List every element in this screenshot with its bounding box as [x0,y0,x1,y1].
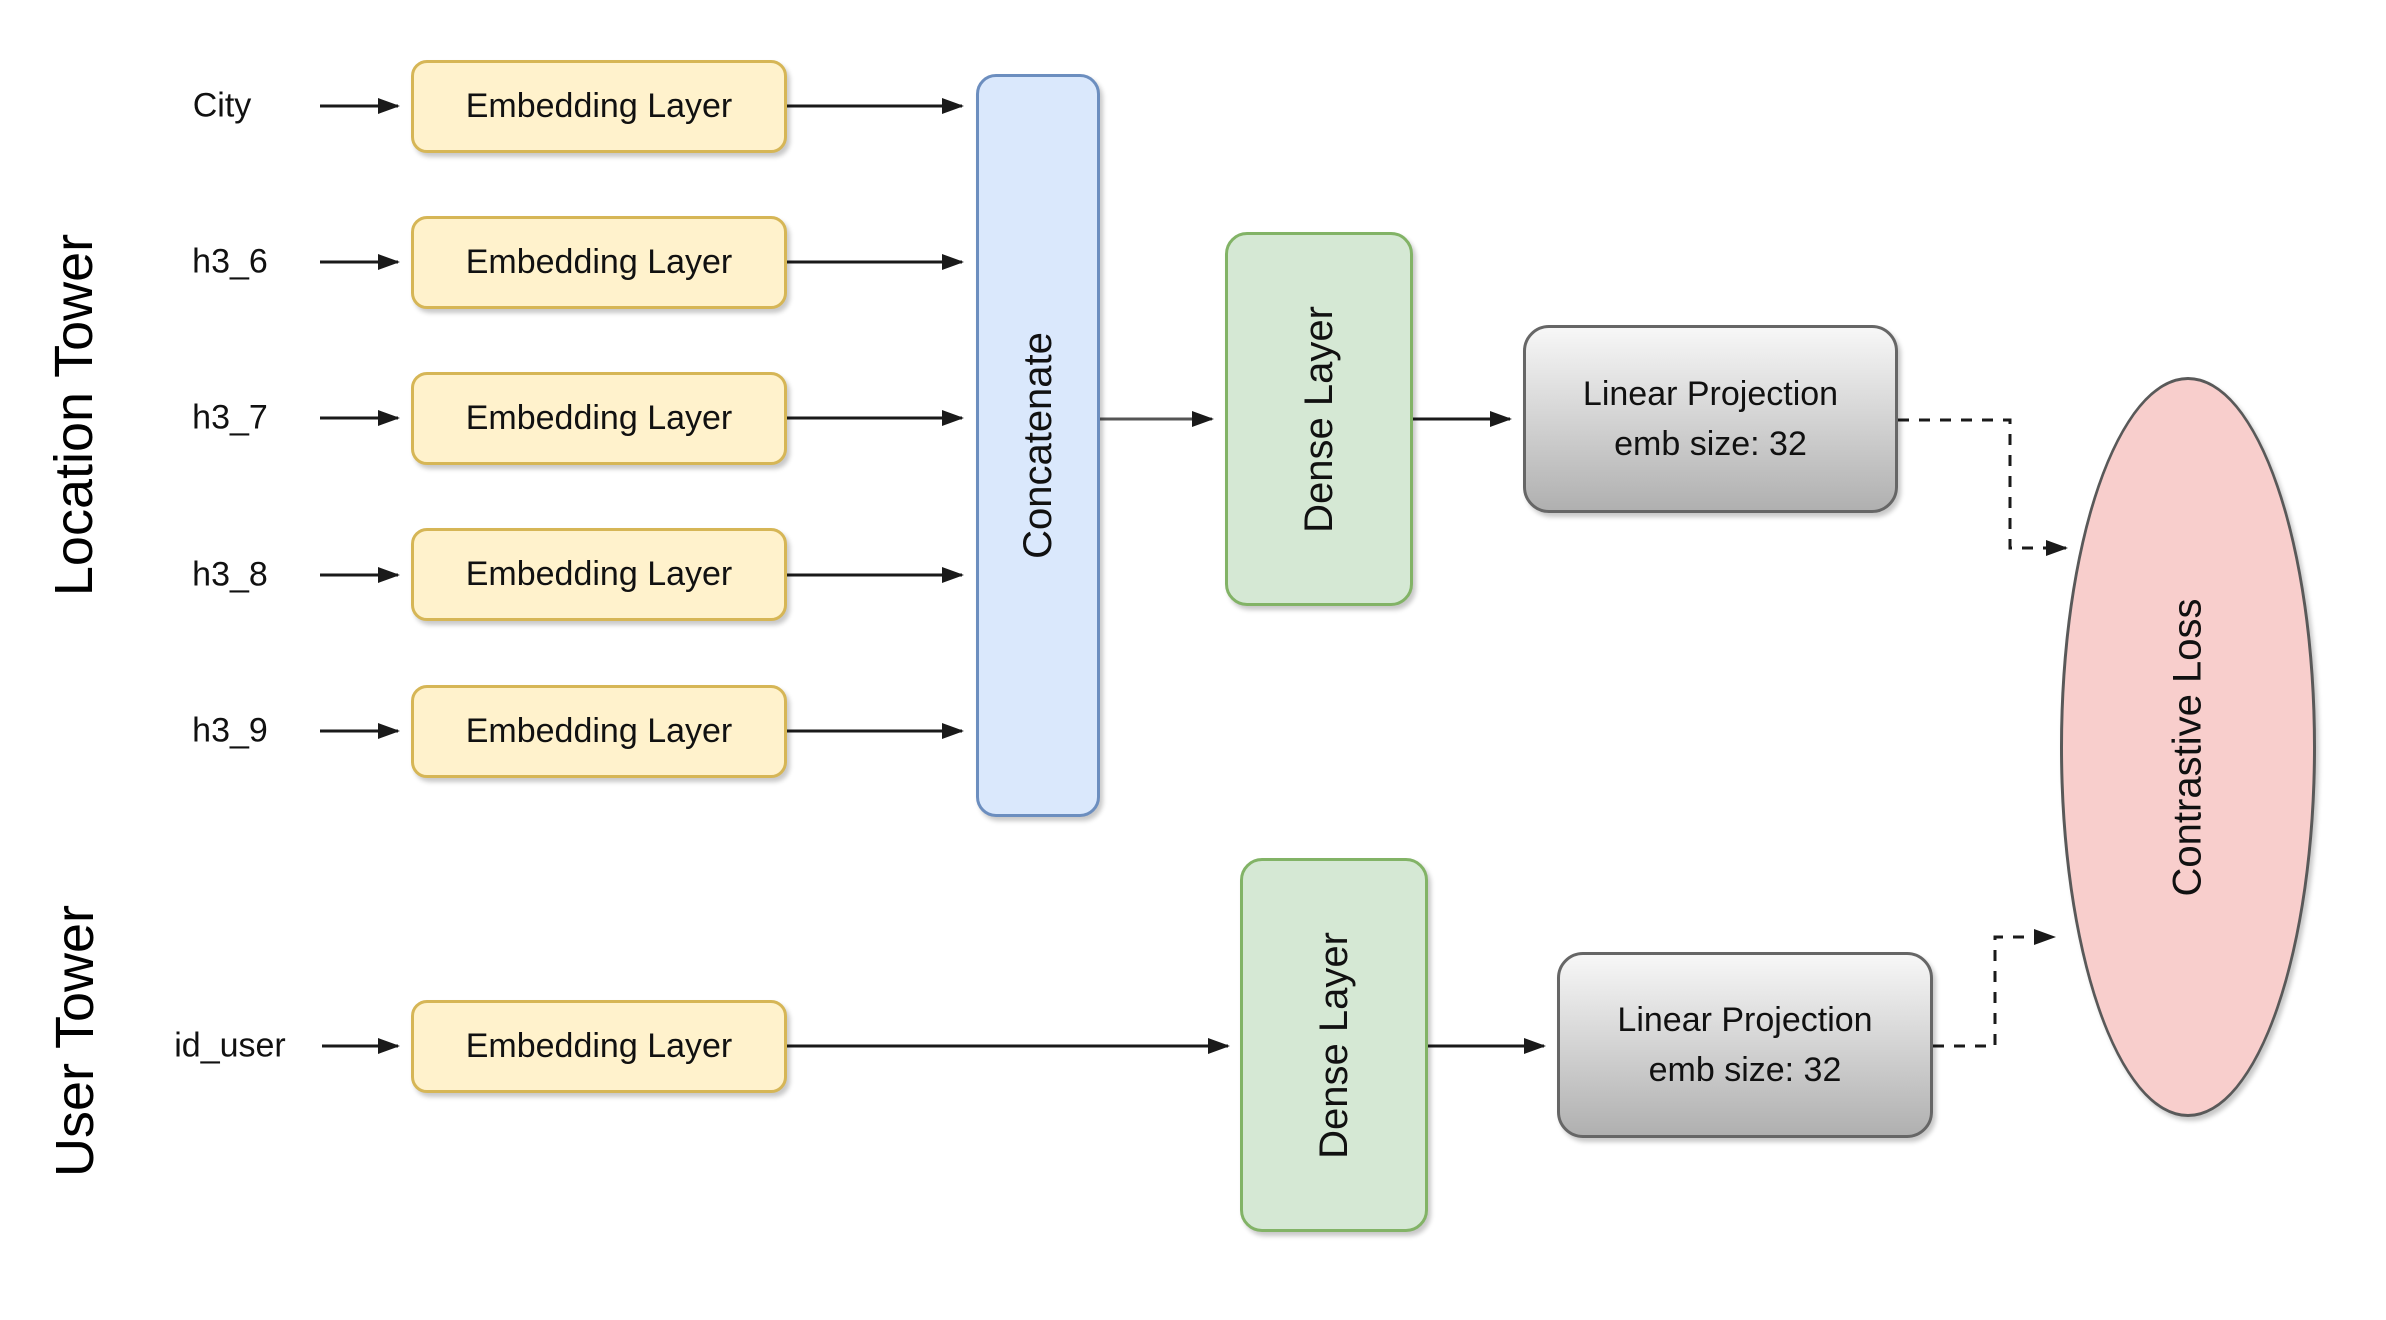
dense-layer-location: Dense Layer [1225,232,1413,606]
contrastive-loss-ellipse: Contrastive Loss [2060,377,2316,1117]
embedding-layer-id_user: Embedding Layer [411,1000,787,1093]
input-label-id_user: id_user [174,1026,286,1065]
dashed-arrow-projection2-to-loss [1933,929,2056,1048]
embedding-layer-label: Embedding Layer [465,399,733,437]
user-tower-label: User Tower [45,904,105,1178]
embedding-layer-city: Embedding Layer [411,60,787,153]
embedding-layer-h3_6: Embedding Layer [411,216,787,309]
contrastive-loss-label: Contrastive Loss [2165,598,2210,896]
input-label-h3_8: h3_8 [192,555,268,594]
embedding-layer-label: Embedding Layer [465,243,733,281]
input-label-h3_6: h3_6 [192,242,268,281]
input-label-h3_7: h3_7 [192,398,268,437]
concatenate-label: Concatenate [1015,332,1060,559]
linear-projection-label: Linear Projection [1582,375,1839,413]
linear-projection-location: Linear Projection emb size: 32 [1523,325,1898,513]
dense-layer-label: Dense Layer [1296,305,1341,533]
emb-size-label: emb size: 32 [1648,1051,1842,1089]
embedding-layer-h3_9: Embedding Layer [411,685,787,778]
embedding-layer-label: Embedding Layer [465,712,733,750]
embedding-layer-h3_8: Embedding Layer [411,528,787,621]
dashed-arrow-projection1-to-loss [1898,418,2068,556]
emb-size-label: emb size: 32 [1614,425,1807,463]
embedding-layer-label: Embedding Layer [465,87,733,125]
linear-projection-user: Linear Projection emb size: 32 [1557,952,1933,1138]
dense-layer-label: Dense Layer [1311,931,1356,1159]
embedding-layer-label: Embedding Layer [465,555,733,593]
location-tower-label: Location Tower [44,233,104,597]
linear-projection-label: Linear Projection [1617,1001,1873,1039]
input-label-city: City [192,86,252,125]
embedding-layer-h3_7: Embedding Layer [411,372,787,465]
embedding-layer-label: Embedding Layer [465,1027,733,1065]
input-label-h3_9: h3_9 [192,711,268,750]
dense-layer-user: Dense Layer [1240,858,1428,1232]
concatenate-box: Concatenate [976,74,1100,817]
